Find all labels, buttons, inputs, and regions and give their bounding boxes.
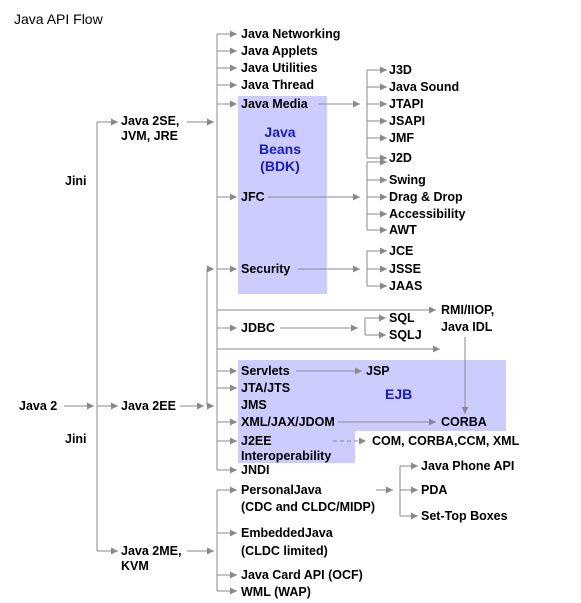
node-java2me-line2: KVM (121, 559, 149, 573)
node-jini-bottom: Jini (65, 432, 87, 446)
node-jtapi: JTAPI (389, 97, 424, 111)
node-wml: WML (WAP) (241, 585, 311, 599)
node-xml: XML/JAX/JDOM (241, 415, 335, 429)
node-rmi-line1: RMI/IIOP, (441, 303, 494, 317)
connectors (64, 30, 469, 595)
node-jndi: JNDI (241, 463, 269, 477)
node-jfc: JFC (241, 190, 265, 204)
node-settop: Set-Top Boxes (421, 509, 508, 523)
node-jini-top: Jini (65, 174, 87, 188)
enterprise-region (238, 360, 506, 431)
node-networking: Java Networking (241, 27, 340, 41)
node-jce: JCE (389, 244, 413, 258)
node-swing: Swing (389, 173, 426, 187)
node-dragdrop: Drag & Drop (389, 190, 463, 204)
java-beans-region (238, 96, 327, 294)
node-embedded-line2: (CLDC limited) (241, 544, 328, 558)
node-beans-line3: (BDK) (260, 158, 300, 174)
node-sound: Java Sound (389, 80, 459, 94)
node-com: COM, CORBA,CCM, XML (372, 434, 520, 448)
node-awt: AWT (389, 223, 417, 237)
node-j3d: J3D (389, 63, 412, 77)
node-jaas: JAAS (389, 279, 422, 293)
node-jsse: JSSE (389, 262, 421, 276)
node-rmi-line2: Java IDL (441, 320, 493, 334)
node-utilities: Java Utilities (241, 61, 317, 75)
node-accessibility: Accessibility (389, 207, 465, 221)
node-personal-line1: PersonalJava (241, 483, 323, 497)
interoperability-region (238, 431, 355, 463)
node-personal-line2: (CDC and CLDC/MIDP) (241, 500, 375, 514)
node-jmf: JMF (389, 131, 414, 145)
node-java2ee: Java 2EE (121, 399, 176, 413)
node-security: Security (241, 262, 290, 276)
node-java2: Java 2 (19, 399, 57, 413)
node-thread: Java Thread (241, 78, 314, 92)
node-applets: Java Applets (241, 44, 318, 58)
node-ejb: EJB (385, 386, 412, 402)
node-java2se-line1: Java 2SE, (121, 114, 179, 128)
node-jdbc: JDBC (241, 321, 275, 335)
node-sqlj: SQLJ (389, 328, 422, 342)
node-sql: SQL (389, 311, 415, 325)
node-pda: PDA (421, 483, 447, 497)
node-servlets: Servlets (241, 364, 290, 378)
node-beans-line1: Java (264, 124, 295, 140)
node-media: Java Media (241, 97, 309, 111)
node-java2se-line2: JVM, JRE (121, 129, 178, 143)
node-jms: JMS (241, 398, 267, 412)
node-jsapi: JSAPI (389, 114, 425, 128)
node-javacard: Java Card API (OCF) (241, 568, 363, 582)
node-embedded-line1: EmbeddedJava (241, 526, 334, 540)
node-beans-line2: Beans (259, 141, 301, 157)
node-jta: JTA/JTS (241, 381, 290, 395)
node-j2ee-line2: Interoperability (241, 449, 331, 463)
node-j2d: J2D (389, 151, 412, 165)
node-phone: Java Phone API (421, 459, 514, 473)
node-java2me-line1: Java 2ME, (121, 544, 181, 558)
node-jsp: JSP (366, 364, 390, 378)
diagram-title: Java API Flow (14, 11, 104, 27)
node-corba: CORBA (441, 415, 487, 429)
node-j2ee-line1: J2EE (241, 434, 272, 448)
